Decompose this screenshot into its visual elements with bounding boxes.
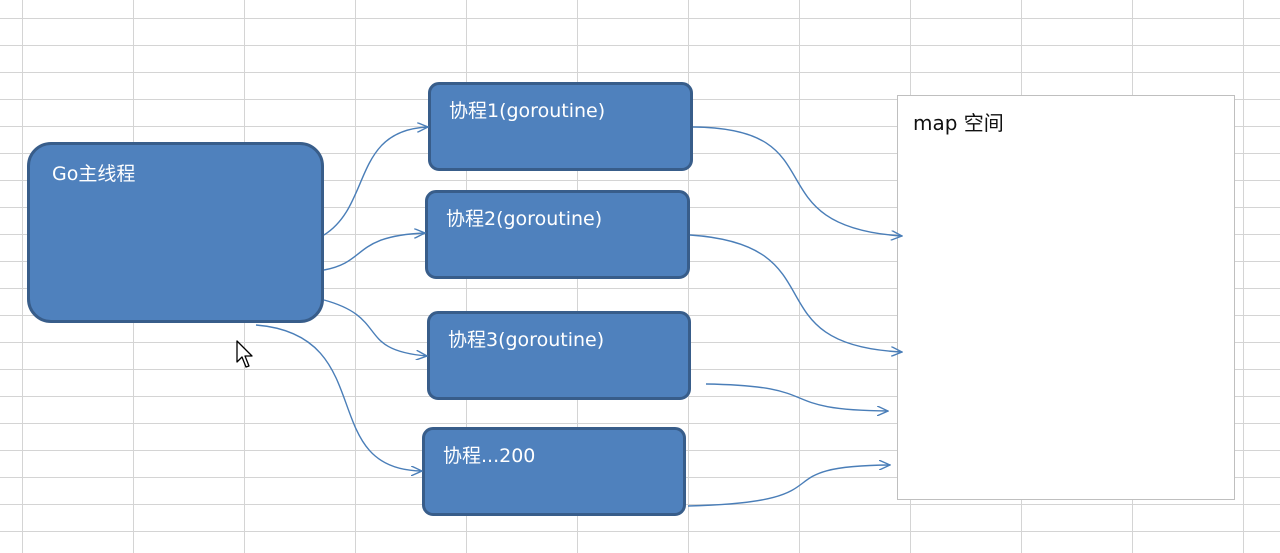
goroutine-label-200: 协程...200	[443, 445, 536, 467]
goroutine-box-1: 协程1(goroutine)	[428, 82, 693, 171]
map-space-label: map 空间	[913, 111, 1004, 135]
goroutine-box-200: 协程...200	[422, 427, 686, 516]
goroutine-label-2: 协程2(goroutine)	[446, 208, 603, 230]
arrow-main-to-goroutine-3	[323, 299, 427, 356]
mouse-pointer-icon	[236, 340, 253, 368]
arrow-goroutine-2-to-map	[689, 234, 902, 352]
arrow-goroutine-200-to-map	[687, 465, 890, 507]
arrow-main-to-goroutine-2	[323, 233, 425, 271]
main-thread-box: Go主线程	[27, 142, 324, 323]
map-space-panel: map 空间	[897, 95, 1235, 500]
arrow-main-to-goroutine-200	[255, 324, 422, 471]
goroutine-box-3: 协程3(goroutine)	[427, 311, 691, 400]
goroutine-label-3: 协程3(goroutine)	[448, 329, 605, 351]
main-thread-label: Go主线程	[52, 163, 136, 185]
arrow-goroutine-1-to-map	[692, 126, 902, 236]
goroutine-label-1: 协程1(goroutine)	[449, 100, 606, 122]
goroutine-box-2: 协程2(goroutine)	[425, 190, 690, 279]
arrow-main-to-goroutine-1	[323, 127, 428, 236]
arrow-goroutine-3-to-map	[705, 383, 888, 411]
